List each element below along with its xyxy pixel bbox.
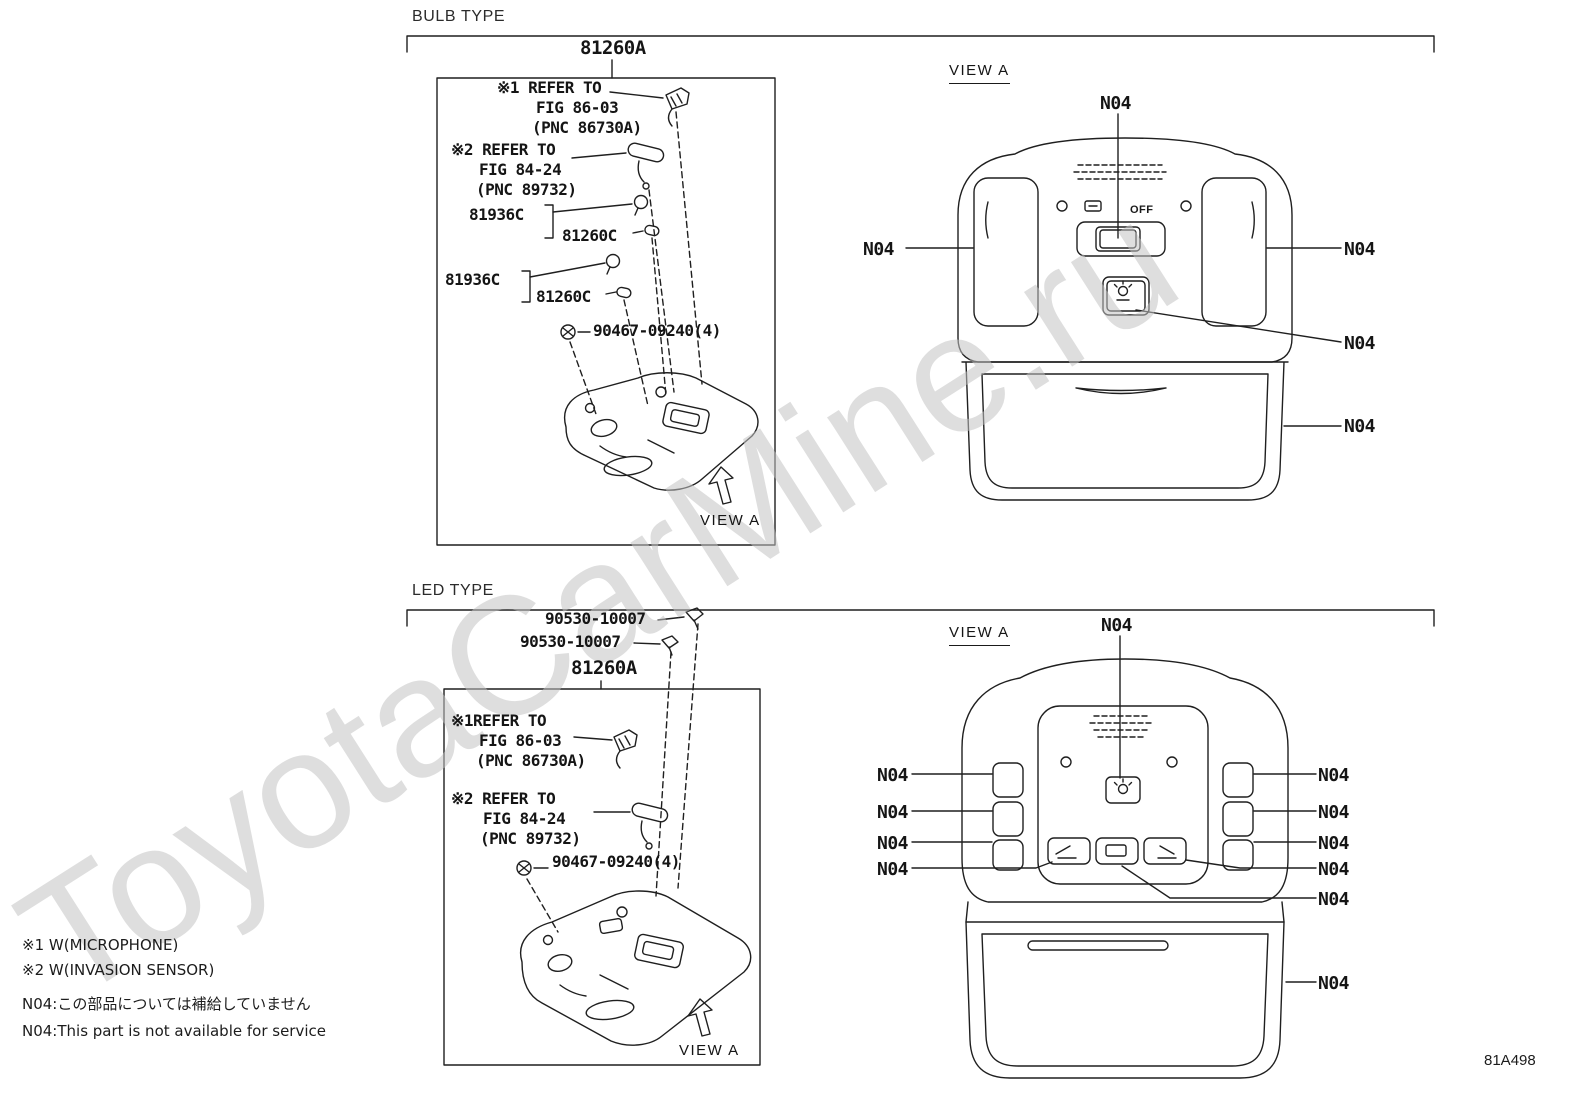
led-ref1-line2: FIG 86-03 [479, 731, 562, 750]
led-callout-n04-right-4: N04 [1318, 859, 1350, 880]
led-callout-n04-left-4: N04 [877, 859, 909, 880]
led-callout-n04-left-2: N04 [877, 802, 909, 823]
bulb-socket2-icon [521, 253, 621, 303]
bulb-part-81936c-1: 81936C [469, 205, 524, 224]
led-console-isometric [519, 890, 752, 1046]
led-callout-n04-top: N04 [1101, 615, 1133, 636]
bulb-callout-n04-top: N04 [1100, 93, 1132, 114]
led-section-title: LED TYPE [412, 582, 494, 599]
bulb-callout-n04-tray: N04 [1344, 416, 1376, 437]
led-callout-n04-right-2: N04 [1318, 802, 1350, 823]
led-sensor-part-icon [593, 802, 669, 850]
led-clip-part-number-2: 90530-10007 [520, 632, 621, 651]
led-callout-n04-right-5: N04 [1318, 889, 1350, 910]
note-invasion-sensor: ※2 W(INVASION SENSOR) [22, 961, 215, 979]
note-microphone: ※1 W(MICROPHONE) [22, 936, 179, 954]
led-view-a-label: VIEW A [679, 1042, 740, 1059]
led-ref2-line3: (PNC 89732) [480, 829, 581, 848]
note-n04-japanese: N04:この部品については補給していません [22, 995, 311, 1013]
bulb-section-title: BULB TYPE [412, 8, 506, 25]
led-clip-part-number-1: 90530-10007 [545, 609, 646, 628]
bulb-main-part-number: 81260A [580, 37, 646, 59]
bulb-ref1-line2: FIG 86-03 [536, 98, 619, 117]
bulb-socket1-icon [544, 194, 649, 239]
bulb-callout-leaders [905, 113, 1342, 427]
led-callout-n04-right-3: N04 [1318, 833, 1350, 854]
bulb-front-view [957, 137, 1293, 501]
bulb-callout-n04-switch: N04 [1344, 333, 1376, 354]
bulb-ref2-line2: FIG 84-24 [479, 160, 562, 179]
bulb-part-81936c-2: 81936C [445, 270, 500, 289]
watermark: ToyotaCarMine.ru [0, 164, 1208, 1035]
led-callout-leaders [911, 635, 1317, 983]
led-screw-icon [516, 860, 549, 876]
bulb-dashed-leaders [569, 111, 703, 415]
led-view-a-header: VIEW A [949, 624, 1010, 646]
led-callout-n04-left-1: N04 [877, 765, 909, 786]
bulb-ref2-line1: ※2 REFER TO [451, 140, 556, 159]
bulb-ref2-line3: (PNC 89732) [476, 180, 577, 199]
led-main-part-number: 81260A [571, 657, 637, 679]
led-ref2-line1: ※2 REFER TO [451, 789, 556, 808]
bulb-bulb2-icon [605, 286, 632, 299]
bulb-mic-part-icon [609, 87, 690, 127]
led-ref1-line1: ※1REFER TO [451, 711, 547, 730]
note-n04-english: N04:This part is not available for servi… [22, 1022, 326, 1040]
bulb-ref1-line3: (PNC 86730A) [532, 118, 642, 137]
led-callout-n04-tray: N04 [1318, 973, 1350, 994]
bulb-bulb1-icon [632, 224, 660, 237]
bulb-callout-n04-right: N04 [1344, 239, 1376, 260]
led-callout-n04-right-1: N04 [1318, 765, 1350, 786]
bulb-screw-icon [560, 324, 591, 340]
led-ref1-line3: (PNC 86730A) [476, 751, 586, 770]
led-screw-part-number: 90467-09240(4) [552, 852, 680, 871]
bulb-part-81260c-1: 81260C [562, 226, 617, 245]
bulb-sensor-part-icon [571, 142, 665, 190]
bulb-section-bracket [406, 35, 1435, 53]
led-mic-part-icon [573, 729, 638, 769]
bulb-screw-part-number: 90467-09240(4) [593, 321, 721, 340]
led-ref2-line2: FIG 84-24 [483, 809, 566, 828]
page-code: 81A498 [1484, 1052, 1536, 1069]
bulb-parts-box [436, 59, 776, 546]
led-view-arrow-icon [687, 998, 713, 1037]
bulb-view-a-header: VIEW A [949, 62, 1010, 84]
bulb-view-a-label: VIEW A [700, 512, 761, 529]
led-front-view [961, 658, 1289, 1079]
bulb-ref1-line1: ※1 REFER TO [497, 78, 602, 97]
led-parts-box [443, 680, 761, 1066]
bulb-console-isometric [563, 372, 759, 491]
led-callout-n04-left-3: N04 [877, 833, 909, 854]
bulb-callout-n04-left: N04 [863, 239, 895, 260]
bulb-part-81260c-2: 81260C [536, 287, 591, 306]
led-section-bracket [406, 609, 1435, 627]
bulb-view-arrow-icon [708, 466, 734, 505]
led-dashed-leaders [526, 623, 699, 933]
bulb-off-label: OFF [1130, 204, 1154, 216]
